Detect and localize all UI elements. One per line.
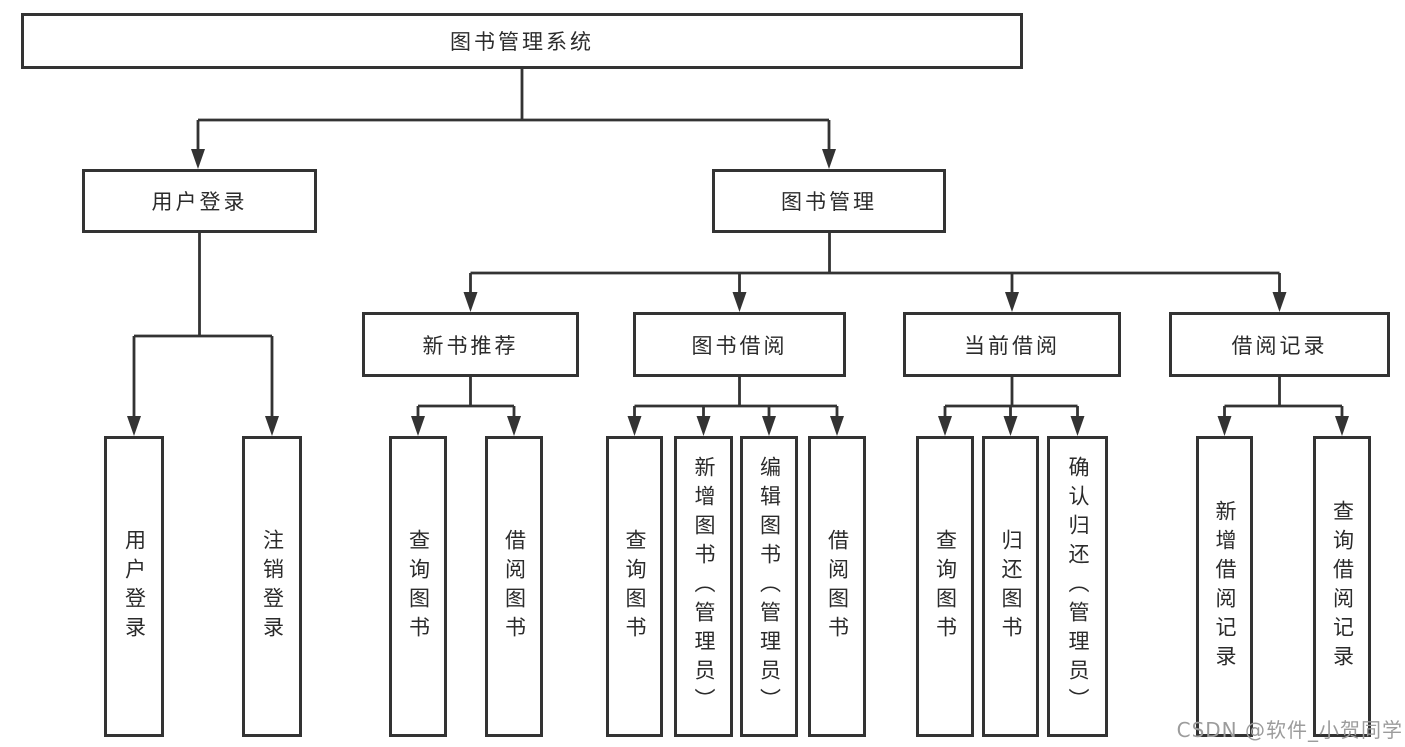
node-book-borrow-label: 图书借阅 — [691, 333, 788, 358]
node-user-login: 用户登录 — [82, 169, 317, 233]
leaf-return-books: 归还图书 — [982, 436, 1039, 737]
leaf-borrow-books: 借阅图书 — [808, 436, 866, 737]
leaf-current-query-books-label: 查询图书 — [933, 528, 958, 645]
leaf-borrow-books-label: 借阅图书 — [825, 528, 850, 645]
leaf-current-query-books: 查询图书 — [916, 436, 974, 737]
node-book-management: 图书管理 — [712, 169, 946, 233]
leaf-query-borrow-record: 查询借阅记录 — [1313, 436, 1371, 737]
leaf-logout: 注销登录 — [242, 436, 302, 737]
leaf-edit-books-admin: 编辑图书（管理员） — [740, 436, 798, 737]
leaf-add-books-admin: 新增图书（管理员） — [674, 436, 733, 737]
leaf-add-borrow-record-label: 新增借阅记录 — [1213, 499, 1237, 674]
node-new-book-recommend: 新书推荐 — [362, 312, 579, 377]
leaf-add-borrow-record: 新增借阅记录 — [1196, 436, 1253, 737]
node-current-borrow-label: 当前借阅 — [964, 333, 1060, 358]
node-book-borrow: 图书借阅 — [633, 312, 846, 377]
leaf-logout-label: 注销登录 — [260, 528, 285, 645]
leaf-newbook-query-books-label: 查询图书 — [406, 528, 431, 645]
leaf-return-books-label: 归还图书 — [999, 528, 1023, 645]
leaf-newbook-borrow-books: 借阅图书 — [485, 436, 543, 737]
leaf-borrow-query-books: 查询图书 — [606, 436, 663, 737]
csdn-watermark: CSDN @软件_小贺同学 — [1176, 718, 1403, 742]
leaf-edit-books-admin-label: 编辑图书（管理员） — [757, 456, 782, 717]
node-root-label: 图书管理系统 — [450, 30, 594, 54]
leaf-user-login: 用户登录 — [104, 436, 164, 737]
leaf-confirm-return-admin-label: 确认归还（管理员） — [1066, 456, 1090, 717]
node-user-login-label: 用户登录 — [151, 190, 248, 214]
node-book-management-label: 图书管理 — [781, 190, 877, 214]
leaf-newbook-query-books: 查询图书 — [389, 436, 447, 737]
node-new-book-recommend-label: 新书推荐 — [422, 333, 519, 358]
node-current-borrow: 当前借阅 — [903, 312, 1121, 377]
leaf-add-books-admin-label: 新增图书（管理员） — [692, 456, 716, 717]
leaf-query-borrow-record-label: 查询借阅记录 — [1330, 499, 1355, 674]
leaf-user-login-label: 用户登录 — [122, 528, 147, 645]
leaf-confirm-return-admin: 确认归还（管理员） — [1047, 436, 1108, 737]
leaf-newbook-borrow-books-label: 借阅图书 — [502, 528, 527, 645]
leaf-borrow-query-books-label: 查询图书 — [623, 528, 647, 645]
node-borrow-records-label: 借阅记录 — [1231, 333, 1328, 358]
node-root: 图书管理系统 — [21, 13, 1023, 69]
node-borrow-records: 借阅记录 — [1169, 312, 1390, 377]
